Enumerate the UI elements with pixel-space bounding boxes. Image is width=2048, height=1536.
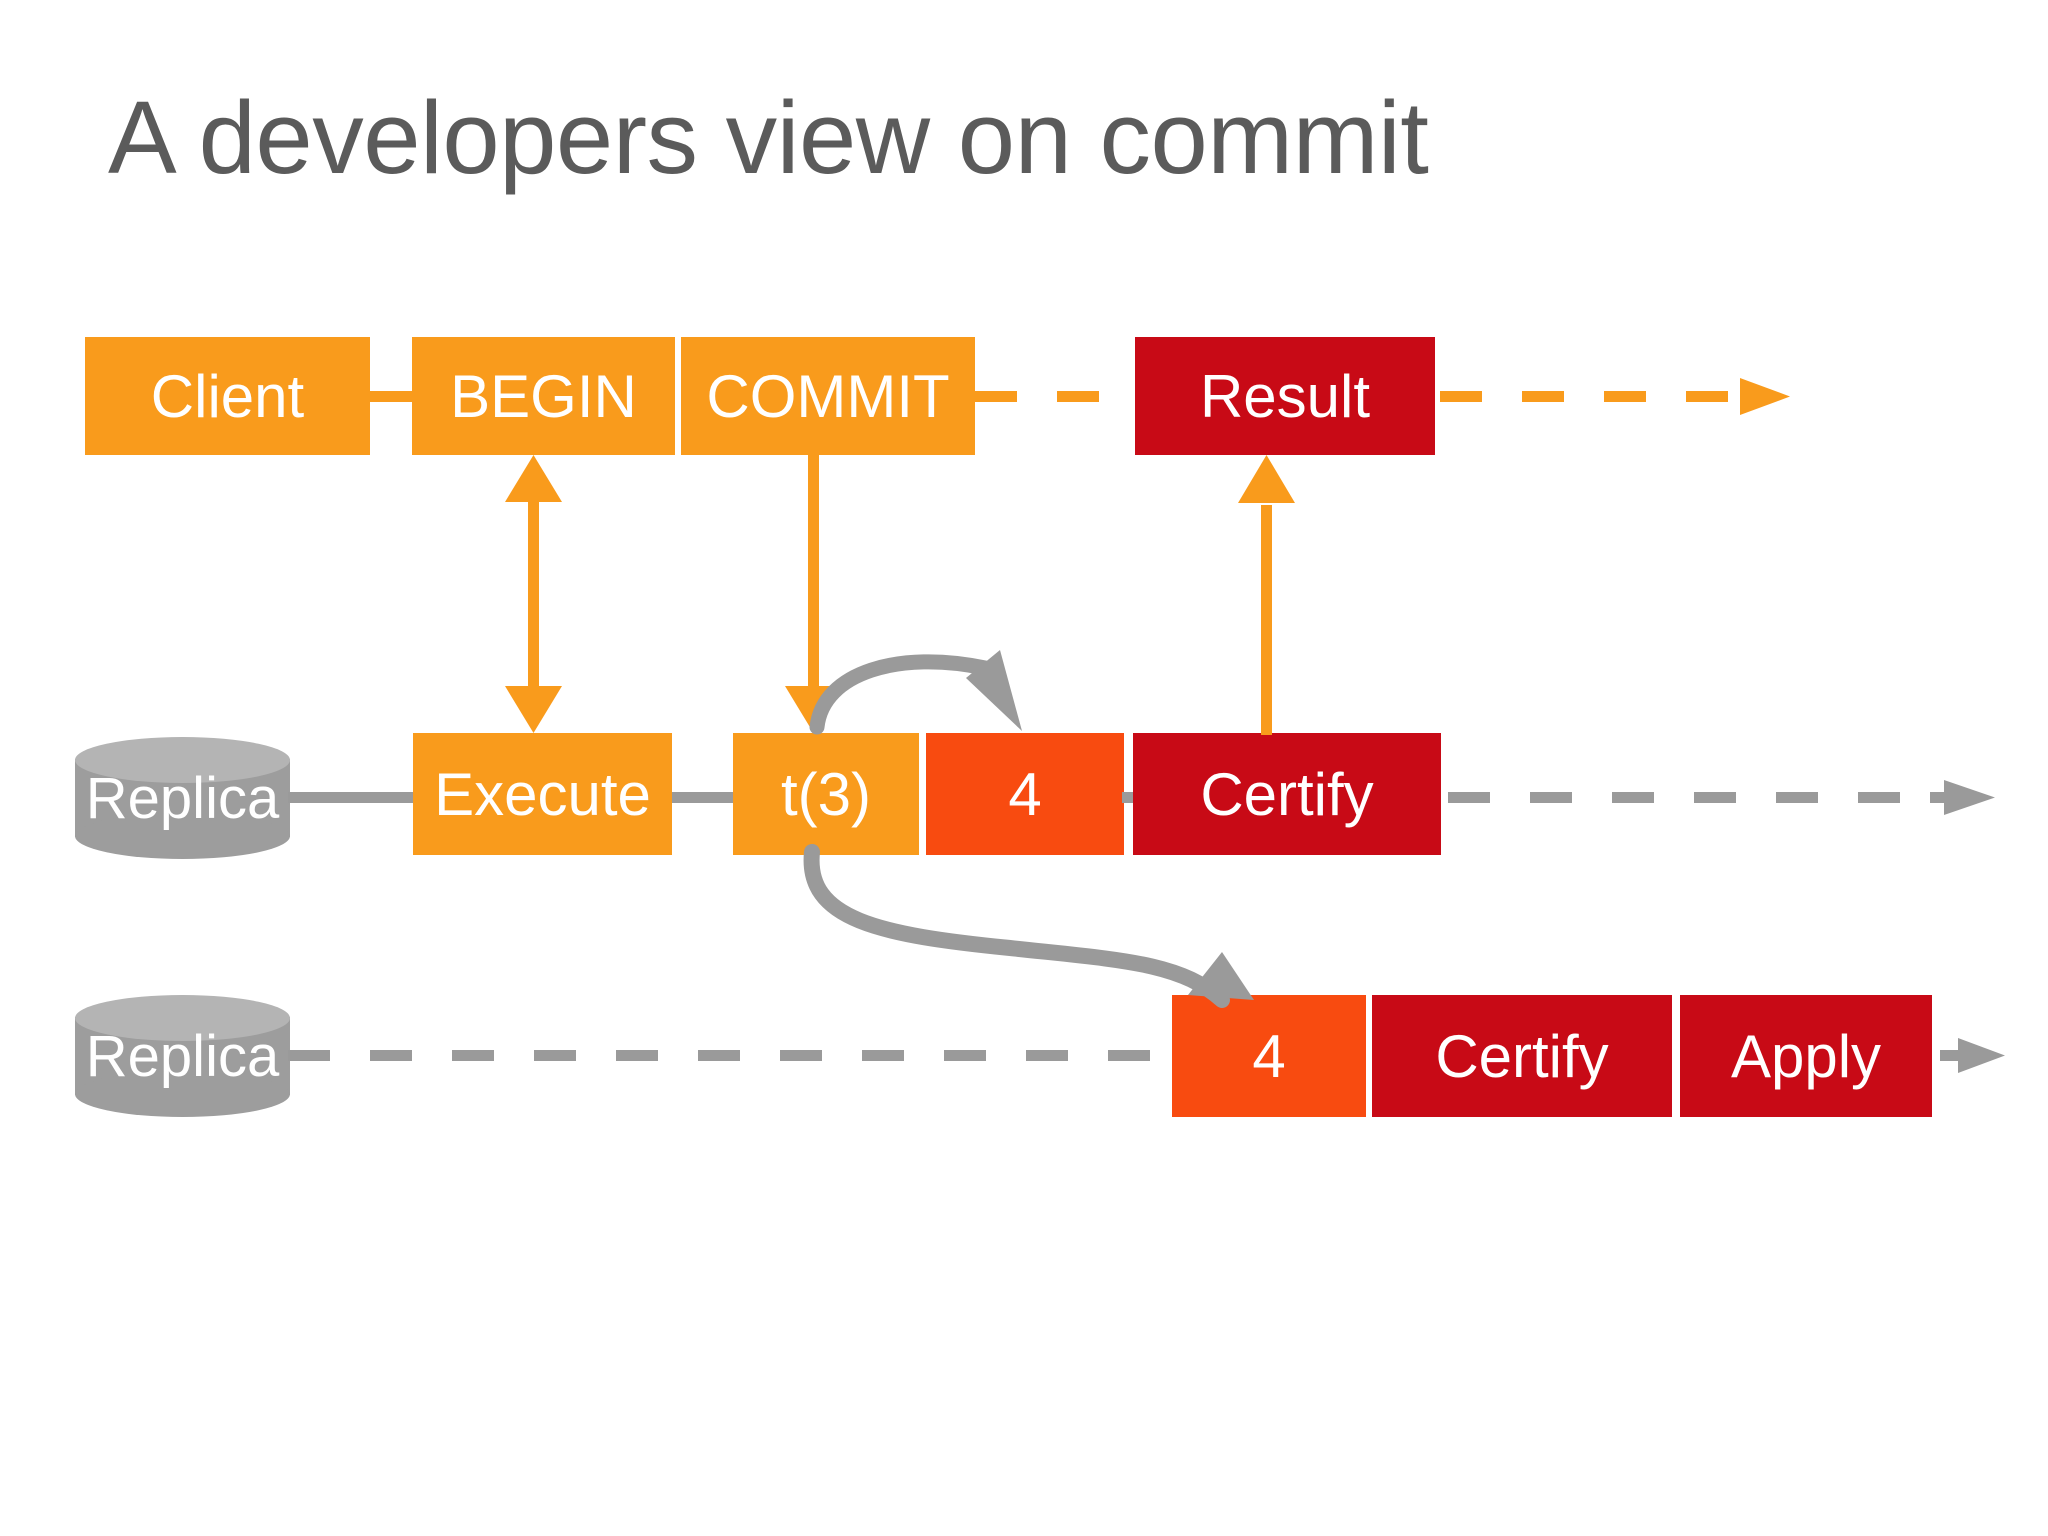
cylinder-top-icon — [75, 995, 290, 1041]
replica2-lane-arrowhead-icon — [1940, 1038, 2005, 1073]
commit-box[interactable]: COMMIT — [681, 337, 975, 455]
commit-box-label: COMMIT — [706, 362, 950, 430]
begin-box-label: BEGIN — [450, 362, 637, 430]
writeset-4-box-replica1[interactable]: 4 — [926, 733, 1124, 855]
writeset-4-box-replica2[interactable]: 4 — [1172, 995, 1366, 1117]
begin-box[interactable]: BEGIN — [412, 337, 675, 455]
writeset-certify-connector — [1122, 792, 1136, 803]
certify-box-replica2[interactable]: Certify — [1372, 995, 1672, 1117]
certify-to-result-arrow — [1238, 455, 1295, 735]
replica1-execute-connector — [288, 792, 416, 803]
execute-box-label: Execute — [434, 760, 651, 828]
certify-box-replica1-label: Certify — [1200, 760, 1374, 828]
client-begin-connector — [368, 391, 416, 402]
cylinder-top-icon — [75, 737, 290, 783]
writeset-4-label-replica1: 4 — [1008, 760, 1042, 828]
cylinder-bottom-icon — [75, 1071, 290, 1117]
result-box-label: Result — [1199, 362, 1371, 430]
apply-box-label: Apply — [1730, 1022, 1882, 1090]
replica1-timeline-dash — [1448, 792, 1943, 803]
t3-to-replica2-curve-arrow — [803, 844, 1254, 1008]
execute-t3-connector — [672, 792, 734, 803]
writeset-4-label-replica2: 4 — [1252, 1022, 1286, 1090]
commit-to-t3-arrow — [785, 455, 842, 733]
begin-execute-double-arrow — [505, 455, 562, 733]
replica-2-cylinder: Replica — [75, 995, 290, 1117]
replica-1-label: Replica — [85, 765, 280, 831]
replica2-leading-dash — [288, 1050, 1168, 1061]
apply-box[interactable]: Apply — [1680, 995, 1932, 1117]
client-lane-dash-before-result — [975, 391, 1135, 402]
certify-box-replica2-label: Certify — [1435, 1022, 1609, 1090]
client-lane-arrowhead-icon — [1740, 378, 1790, 415]
replica-2-label: Replica — [85, 1023, 280, 1089]
cylinder-bottom-icon — [75, 813, 290, 859]
t3-box[interactable]: t(3) — [733, 733, 919, 855]
client-lane-timeline-dash — [1440, 391, 1740, 402]
client-box[interactable]: Client — [85, 337, 370, 455]
certify-box-replica1[interactable]: Certify — [1133, 733, 1441, 855]
execute-box[interactable]: Execute — [413, 733, 672, 855]
result-box[interactable]: Result — [1135, 337, 1435, 455]
t3-box-label: t(3) — [781, 760, 871, 828]
page-title: A developers view on commit — [108, 80, 1429, 195]
t3-to-writeset-curve-arrow — [809, 650, 1022, 735]
client-box-label: Client — [150, 362, 305, 430]
replica-1-cylinder: Replica — [75, 737, 290, 859]
